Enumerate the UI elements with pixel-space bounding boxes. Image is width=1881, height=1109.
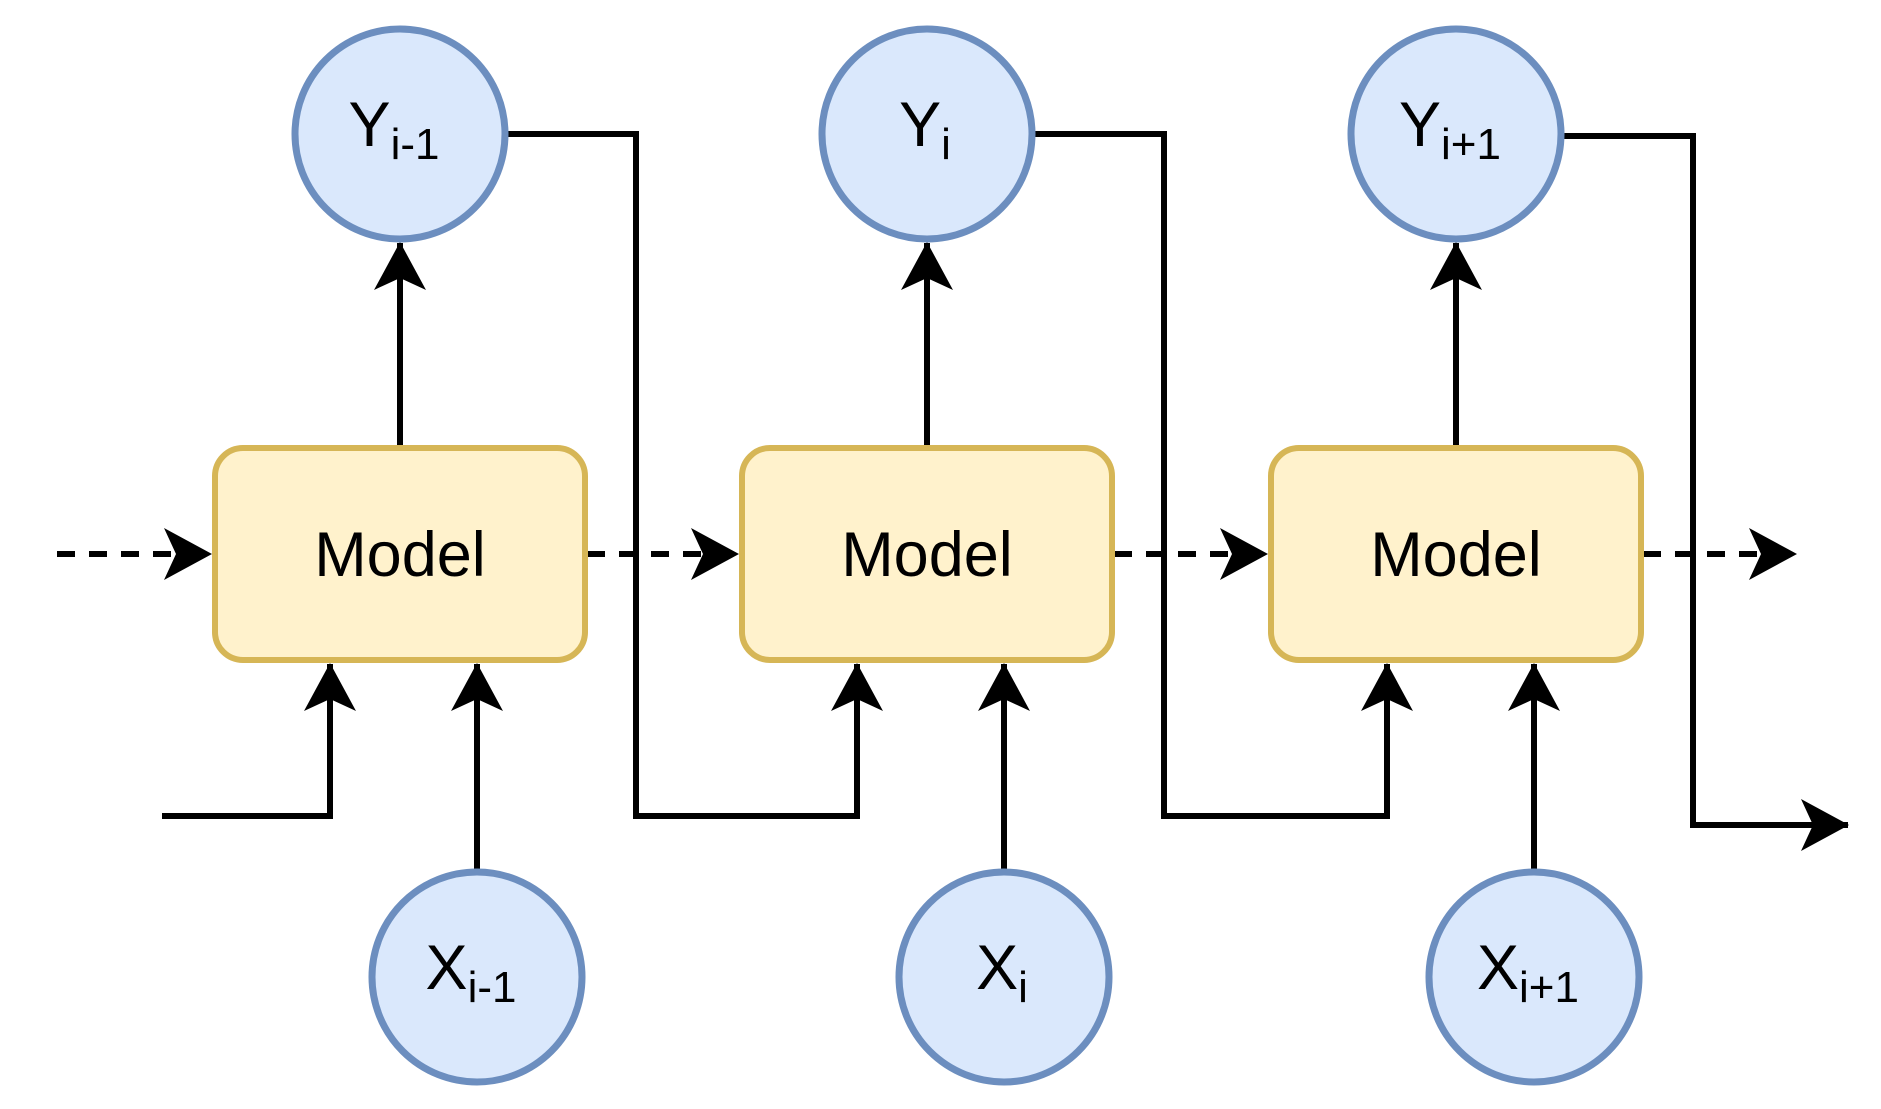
input-x-curr-circle — [895, 868, 1113, 1086]
input-x-prev-label: Xi-1 — [426, 933, 517, 1012]
node-input-x-next: Xi+1 — [1425, 868, 1643, 1086]
model-2-label: Model — [841, 520, 1013, 590]
output-y-prev-label: Yi-1 — [349, 90, 440, 169]
output-y-prev-circle — [291, 25, 509, 243]
feedback-arrow-output-2-to-model-3 — [1032, 131, 1413, 819]
connectors — [57, 131, 1849, 870]
input-x-prev-circle — [368, 868, 586, 1086]
node-output-y-prev: Yi-1 — [291, 25, 509, 243]
node-model-2: Model — [739, 445, 1115, 663]
model-1-box — [212, 445, 588, 663]
feedback-arrow-output-3-out — [1561, 133, 1849, 851]
input-x-next-label: Xi+1 — [1477, 933, 1579, 1012]
node-input-x-prev: Xi-1 — [368, 868, 586, 1086]
input-nodes: Xi-1 Xi Xi+1 — [368, 868, 1643, 1086]
node-model-3: Model — [1268, 445, 1644, 663]
input-x-curr-label: Xi — [976, 933, 1028, 1012]
feedback-arrow-into-model-1 — [162, 663, 356, 819]
output-nodes: Yi-1 Yi Yi+1 — [291, 25, 1565, 243]
model-1-label: Model — [314, 520, 486, 590]
output-y-curr-label: Yi — [899, 90, 951, 169]
node-output-y-next: Yi+1 — [1347, 25, 1565, 243]
model-2-box — [739, 445, 1115, 663]
output-y-next-circle — [1347, 25, 1565, 243]
model-3-label: Model — [1370, 520, 1542, 590]
node-output-y-curr: Yi — [818, 25, 1036, 243]
model-nodes: Model Model Model — [212, 445, 1644, 663]
node-model-1: Model — [212, 445, 588, 663]
output-y-curr-circle — [818, 25, 1036, 243]
model-3-box — [1268, 445, 1644, 663]
feedback-arrow-output-1-to-model-2 — [505, 131, 883, 819]
input-x-next-circle — [1425, 868, 1643, 1086]
node-input-x-curr: Xi — [895, 868, 1113, 1086]
output-y-next-label: Yi+1 — [1399, 90, 1501, 169]
